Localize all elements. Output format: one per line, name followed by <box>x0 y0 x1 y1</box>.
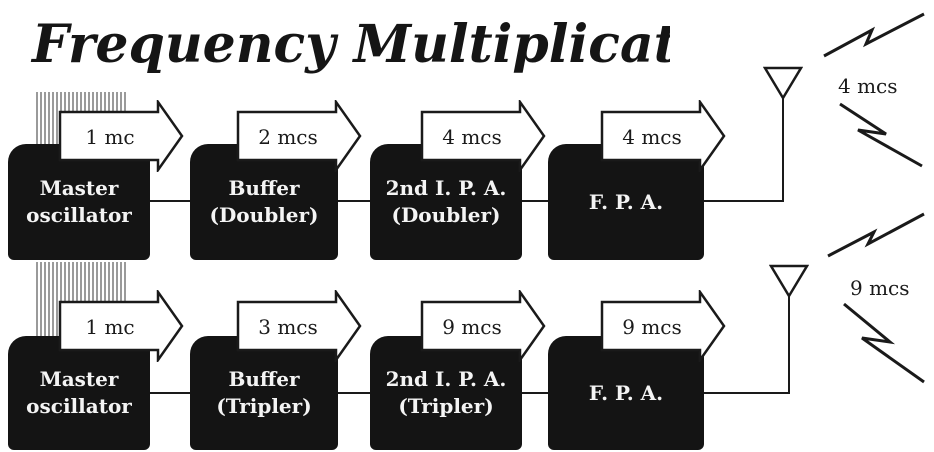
radiation-bolt-icon <box>843 302 925 384</box>
stage-block: Buffer (Tripler) <box>190 336 338 450</box>
antenna-icon <box>769 264 809 299</box>
frequency-label: 9 mcs <box>622 315 682 339</box>
frequency-arrow: 9 mcs <box>420 290 548 362</box>
stage-block: F. P. A. <box>548 336 704 450</box>
title-text: Frequency Multiplication <box>30 14 670 75</box>
frequency-arrow: 4 mcs <box>600 100 728 172</box>
radiation-bolt-icon <box>827 212 925 258</box>
frequency-label: 9 mcs <box>442 315 502 339</box>
arrow-shape-icon <box>236 290 362 362</box>
antenna-feed <box>782 96 784 202</box>
stage-block: 2nd I. P. A. (Doubler) <box>370 144 522 260</box>
output-frequency-label: 9 mcs <box>850 276 910 300</box>
frequency-label: 3 mcs <box>258 315 318 339</box>
arrow-shape-icon <box>420 100 546 172</box>
arrow-shape-icon <box>58 100 184 172</box>
stage-block: Master oscillator <box>8 144 150 260</box>
frequency-arrow: 2 mcs <box>236 100 364 172</box>
arrow-shape-icon <box>236 100 362 172</box>
frequency-arrow: 9 mcs <box>600 290 728 362</box>
frequency-label: 1 mc <box>85 315 135 339</box>
frequency-arrow: 3 mcs <box>236 290 364 362</box>
multiplier-chain-doubler: Master oscillator Buffer (Doubler) 2nd I… <box>8 12 925 260</box>
arrow-shape-icon <box>600 100 726 172</box>
output-frequency-label: 4 mcs <box>838 74 898 98</box>
frequency-label: 4 mcs <box>622 125 682 149</box>
radiation-bolt-icon <box>839 102 923 168</box>
stage-label: oscillator <box>26 203 132 227</box>
frequency-arrow: 1 mc <box>58 290 186 362</box>
stage-block: F. P. A. <box>548 144 704 260</box>
stage-label: Buffer <box>228 176 300 200</box>
stage-label: 2nd I. P. A. <box>385 176 507 200</box>
antenna-icon <box>763 66 803 101</box>
stage-block: Buffer (Doubler) <box>190 144 338 260</box>
frequency-arrow: 1 mc <box>58 100 186 172</box>
frequency-arrow: 4 mcs <box>420 100 548 172</box>
arrow-shape-icon <box>600 290 726 362</box>
stage-label: (Tripler) <box>216 394 312 418</box>
stage-label: (Doubler) <box>209 203 319 227</box>
stage-block: Master oscillator <box>8 336 150 450</box>
antenna-feed <box>788 290 790 394</box>
stage-label: Buffer <box>228 367 300 391</box>
frequency-label: 4 mcs <box>442 125 502 149</box>
stage-label: (Doubler) <box>391 203 501 227</box>
radiation-bolt-icon <box>823 12 925 58</box>
arrow-shape-icon <box>58 290 184 362</box>
diagram-title: Frequency Multiplication <box>30 14 670 75</box>
stage-label: (Tripler) <box>398 394 494 418</box>
stage-label: F. P. A. <box>588 189 664 214</box>
stage-label: Master <box>39 176 119 200</box>
stage-label: Master <box>39 367 119 391</box>
frequency-label: 2 mcs <box>258 125 318 149</box>
frequency-label: 1 mc <box>85 125 135 149</box>
stage-label: F. P. A. <box>588 380 664 405</box>
stage-label: 2nd I. P. A. <box>385 367 507 391</box>
stage-label: oscillator <box>26 394 132 418</box>
stage-block: 2nd I. P. A. (Tripler) <box>370 336 522 450</box>
arrow-shape-icon <box>420 290 546 362</box>
